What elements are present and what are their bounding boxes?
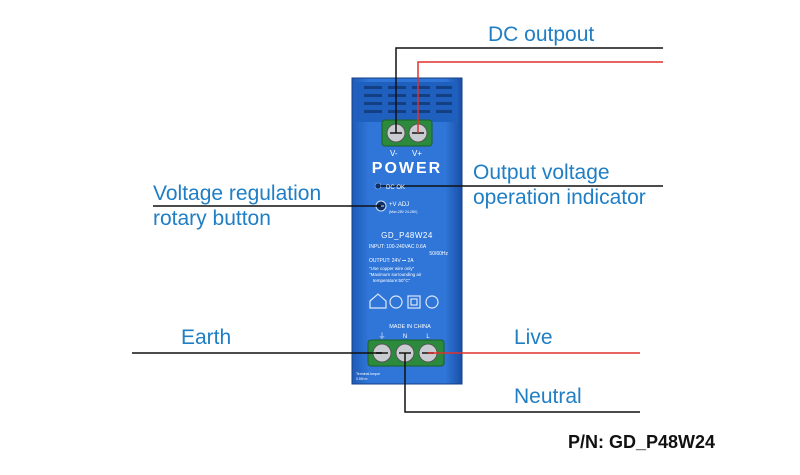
wires: [132, 47, 663, 413]
ul-mark-icon: [389, 295, 403, 309]
label-operation-indicator: operation indicator: [473, 186, 646, 209]
label-terminal-earth: ⏚: [379, 332, 386, 340]
torque-line1: Terminal torque: [356, 372, 380, 376]
output-spec: OUTPUT: 24V ⎓ 2A: [369, 258, 414, 264]
wire-neutral: [404, 353, 640, 413]
certification-icons: [369, 293, 439, 309]
wire-dc-negative: [395, 47, 663, 133]
note-temp: temperature:50°C": [373, 278, 411, 283]
label-neutral: Neutral: [514, 385, 582, 408]
label-dc-ok: DC OK: [386, 185, 405, 191]
label-voltage-regulation: Voltage regulation: [153, 182, 322, 205]
dc-ok-led: [374, 182, 382, 190]
label-v-plus: V+: [412, 149, 422, 158]
label-output-voltage: Output voltage: [473, 161, 610, 184]
label-v-minus: V-: [390, 149, 398, 158]
vent-slots: [364, 86, 452, 113]
brand-logo: POWER: [372, 160, 442, 177]
label-live: Live: [514, 326, 553, 349]
label-terminal-n: N: [403, 334, 407, 340]
note-copper: "Use copper wire only": [369, 266, 415, 271]
model-number: GD_P48W24: [381, 231, 433, 240]
label-rotary-button: rotary button: [153, 207, 271, 230]
label-dc-output: DC outpout: [488, 23, 595, 46]
house-icon: [369, 293, 387, 309]
torque-line2: 0.5N·m: [356, 377, 368, 381]
made-in-china: MADE IN CHINA: [389, 324, 431, 330]
input-spec: INPUT: 100-240VAC 0.6A: [369, 244, 427, 250]
device-text: V- V+ POWER DC OK +V ADJ (Max.28V 24-28V…: [356, 149, 448, 381]
note-air: "Maximum surrounding air: [369, 272, 422, 277]
double-insulation-icon: [407, 295, 421, 309]
label-v-adj: +V ADJ: [389, 202, 409, 208]
input-freq: 50/60Hz: [429, 251, 448, 257]
wire-dc-positive: [417, 61, 663, 133]
power-supply-housing: [351, 77, 463, 385]
label-v-adj-sub: (Max.28V 24-28V): [389, 210, 417, 214]
label-terminal-l: L: [426, 334, 430, 340]
part-number: P/N: GD_P48W24: [568, 432, 716, 452]
ce-mark-icon: [425, 295, 439, 309]
label-earth: Earth: [181, 326, 232, 349]
